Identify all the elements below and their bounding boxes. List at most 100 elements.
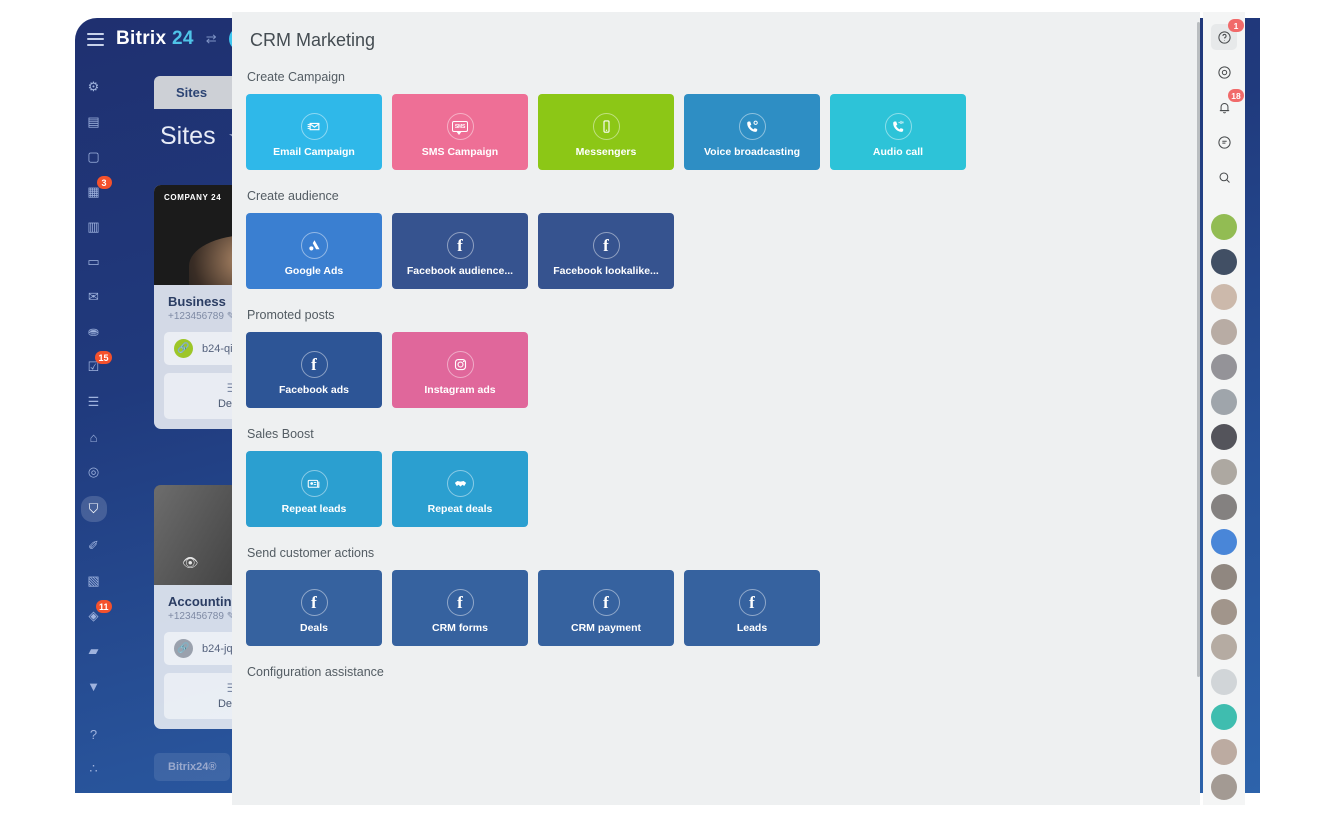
chat-icon[interactable]: ▢ xyxy=(87,149,100,164)
notifications-icon[interactable]: 18 xyxy=(1211,89,1244,120)
tile-label: Instagram ads xyxy=(424,384,496,396)
avatar-dark2[interactable] xyxy=(1211,424,1237,450)
tile-label: CRM forms xyxy=(431,622,488,634)
mobile-icon xyxy=(592,113,620,140)
swap-icon[interactable]: ⇄ xyxy=(205,31,217,46)
sites-stores-icon[interactable]: ⛉ xyxy=(80,496,107,522)
logo-number: 24 xyxy=(171,28,194,49)
avatar-grey2[interactable] xyxy=(1211,319,1237,345)
mail-icon[interactable]: ✉ xyxy=(88,289,99,304)
thumb-brand: COMPANY 24 xyxy=(164,193,222,202)
calendar-icon[interactable]: ▦3 xyxy=(83,176,112,203)
section-title: Configuration assistance xyxy=(247,665,384,679)
google-ads-icon xyxy=(300,232,328,259)
logo-name: Bitrix xyxy=(116,28,167,49)
avatar-grey4[interactable] xyxy=(1211,389,1237,415)
knowledge-icon[interactable]: ✐ xyxy=(88,538,99,553)
avatar-grey3[interactable] xyxy=(1211,354,1237,380)
tile-label: Facebook audience... xyxy=(406,265,514,277)
footer-bitrix24-button[interactable]: Bitrix24® xyxy=(154,753,231,781)
avatar-teal[interactable] xyxy=(1211,704,1237,730)
site-phone-value: +123456789 xyxy=(168,611,224,622)
tile-instagram-ads[interactable]: Instagram ads xyxy=(392,332,528,408)
crm-icon[interactable]: ☰ xyxy=(87,394,100,409)
pencil-icon[interactable]: ✎ xyxy=(226,311,236,322)
repeat-leads-icon xyxy=(300,470,328,497)
tile-repeat-leads[interactable]: Repeat leads xyxy=(246,451,382,527)
avatar-grey6[interactable] xyxy=(1211,494,1237,520)
search-icon[interactable] xyxy=(1211,164,1237,190)
tile-label: Google Ads xyxy=(284,265,344,277)
contact-center-icon[interactable]: ▧ xyxy=(87,573,100,588)
funnel-icon: ☰ xyxy=(164,381,300,395)
avatar-grey10[interactable] xyxy=(1211,739,1237,765)
panel-scrollbar[interactable] xyxy=(1197,22,1200,677)
facebook-icon: f xyxy=(738,589,766,616)
automation-icon[interactable]: ⚙ xyxy=(87,79,100,94)
avatar-grey5[interactable] xyxy=(1211,459,1237,485)
avatar-grey7[interactable] xyxy=(1211,564,1237,590)
facebook-icon: f xyxy=(300,589,328,616)
phone-call-icon xyxy=(884,113,912,140)
facebook-icon: f xyxy=(446,232,474,259)
avatar-green[interactable] xyxy=(1211,214,1237,240)
tile-voice-broadcasting[interactable]: Voice broadcasting xyxy=(684,94,820,170)
badge: 15 xyxy=(95,351,112,364)
avatar-grey9[interactable] xyxy=(1211,634,1237,660)
avatar-light[interactable] xyxy=(1211,669,1237,695)
automation-bot-icon[interactable]: ◈11 xyxy=(83,600,112,627)
groups-icon[interactable]: ⛂ xyxy=(88,324,99,339)
funnel-icon: ☰ xyxy=(164,681,300,695)
avatar-dark[interactable] xyxy=(1211,249,1237,275)
eye-off-icon: 👁 xyxy=(182,555,199,570)
tile-label: Facebook ads xyxy=(278,384,350,396)
drive-icon[interactable]: ▭ xyxy=(87,254,100,269)
help-icon[interactable]: ? xyxy=(89,726,98,742)
help-icon[interactable]: 1 xyxy=(1211,19,1244,50)
documents-icon[interactable]: ▥ xyxy=(87,219,100,234)
tab-sites[interactable]: Sites xyxy=(176,85,208,100)
target-icon[interactable] xyxy=(1211,59,1237,85)
page-title: Sites xyxy=(160,122,216,150)
market-icon[interactable]: ▰ xyxy=(88,643,99,658)
feed-icon[interactable]: ▤ xyxy=(87,114,100,129)
site-phone: +123456789 ✎ xyxy=(154,309,454,332)
hamburger-icon[interactable] xyxy=(87,32,104,46)
tasks-icon[interactable]: ☑15 xyxy=(83,351,112,378)
tile-messengers[interactable]: Messengers xyxy=(538,94,674,170)
avatar-grey8[interactable] xyxy=(1211,599,1237,625)
messages-icon[interactable] xyxy=(1211,129,1237,155)
tile-email-campaign[interactable]: Email Campaign xyxy=(246,94,382,170)
company-icon[interactable]: ⌂ xyxy=(89,429,98,445)
tile-label: Repeat deals xyxy=(427,503,493,515)
section-title: Create Campaign xyxy=(247,70,345,84)
badge: 11 xyxy=(95,600,112,613)
marketing-icon[interactable]: ◎ xyxy=(87,464,100,479)
tile-repeat-deals[interactable]: Repeat deals xyxy=(392,451,528,527)
badge: 18 xyxy=(1228,89,1244,102)
site-phone: +123456789 ✎ xyxy=(154,609,454,632)
tile-label: Leads xyxy=(736,622,768,634)
more-icon[interactable]: ▼ xyxy=(87,678,100,694)
avatar-grey11[interactable] xyxy=(1211,774,1237,800)
tile-label: CRM payment xyxy=(570,622,641,634)
avatar-grey1[interactable] xyxy=(1211,284,1237,310)
tile-audio-call[interactable]: Audio call xyxy=(830,94,966,170)
sms-icon: SMS xyxy=(446,113,474,140)
avatar-chat[interactable] xyxy=(1211,529,1237,555)
pencil-icon[interactable]: ✎ xyxy=(226,611,236,622)
sitemap-icon[interactable]: ∴ xyxy=(89,761,98,776)
tile-google-ads[interactable]: Google Ads xyxy=(246,213,382,289)
